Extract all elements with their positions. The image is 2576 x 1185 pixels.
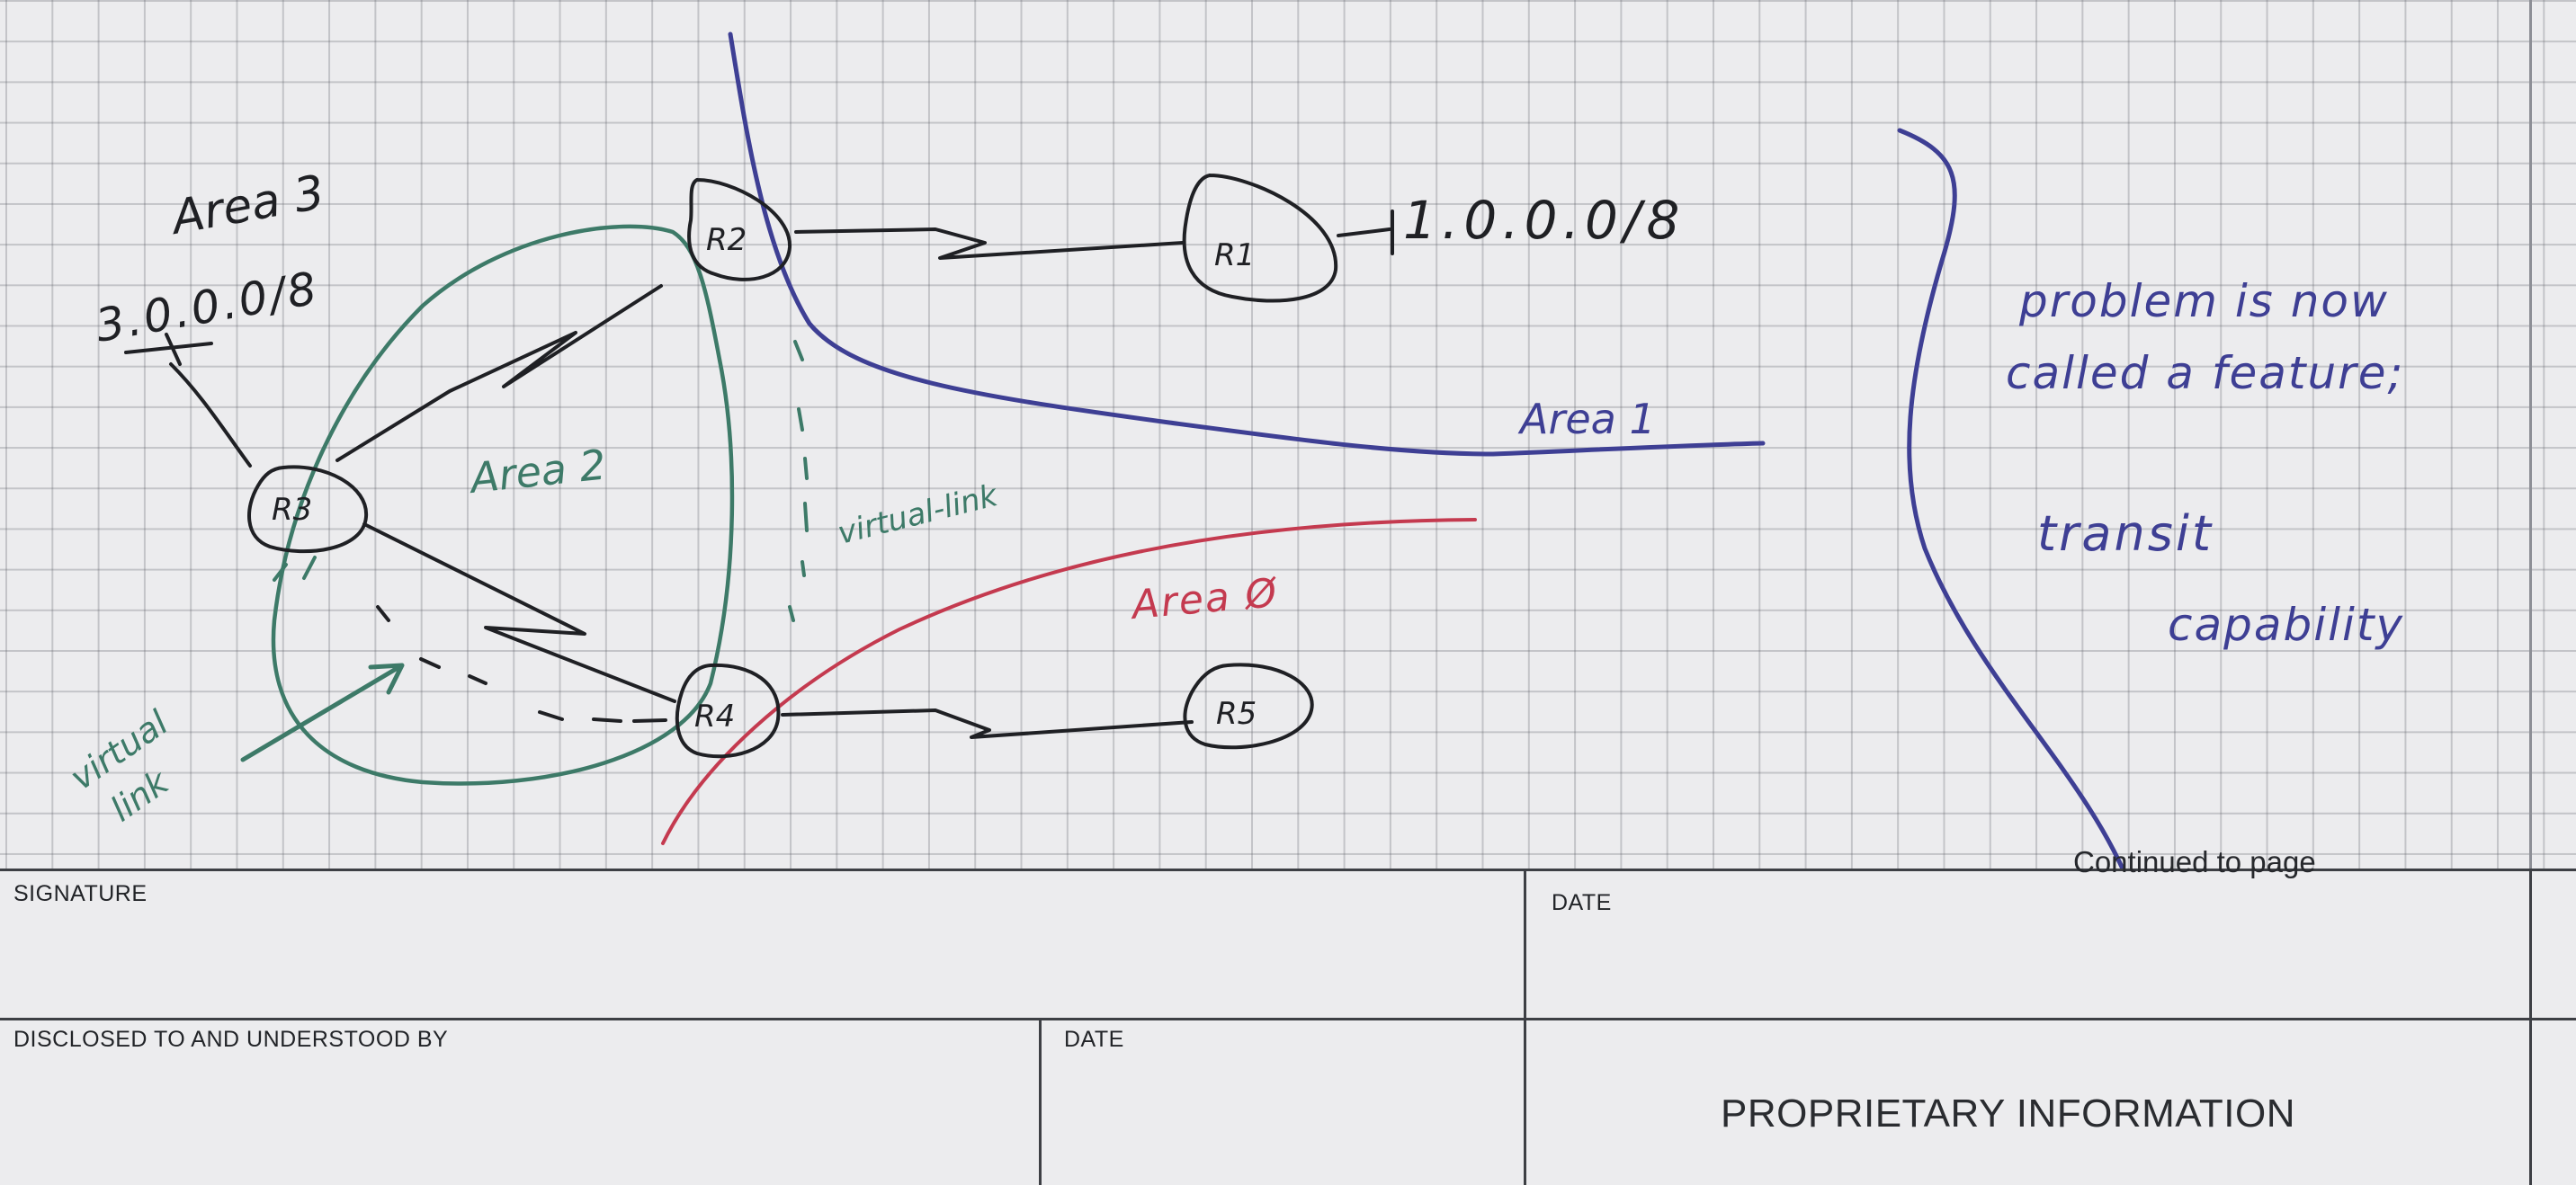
link-r3-r2 (335, 284, 663, 462)
network-3-pointer (169, 362, 252, 468)
note-bottom-right-line-2: traffic (2223, 963, 2350, 1015)
note-bottom-right-line-1: This is not (2201, 890, 2417, 949)
note-right-line-3: transit (2037, 505, 2214, 562)
right-brace (1897, 128, 2170, 1050)
area-3-label: Area 3 (165, 165, 328, 245)
router-r3-label: R3 (272, 492, 312, 528)
router-r1-label: R1 (1214, 237, 1255, 273)
area-2-label: Area 2 (466, 440, 609, 503)
router-r4-label: R4 (694, 699, 735, 735)
sentence-line-2: to R4 (area Ø) (360, 1085, 793, 1148)
note-bottom-right-line-3: engineering; (2208, 1028, 2462, 1106)
virtual-link-arrow (240, 663, 405, 762)
link-r1-network (1337, 209, 1394, 255)
network-1-label: 1.0.0.0/8 (1403, 190, 1685, 251)
router-r3-circle (247, 465, 369, 554)
link-r2-r1 (794, 227, 1185, 260)
note-right-line-2: called a feature; (2006, 347, 2404, 399)
virtual-link-dashes-green (273, 556, 317, 582)
router-labels: R2 R1 R3 R4 R5 (272, 222, 1257, 735)
note-right-line-1: problem is now (2018, 275, 2389, 327)
router-r2-label: R2 (706, 222, 747, 258)
router-r5-label: R5 (1216, 696, 1257, 732)
network-3-label: 3.0.0.0/8 (92, 262, 323, 352)
continued-to-page: Continued to page (2073, 845, 2316, 878)
area-2-boundary (271, 224, 735, 786)
router-r2-circle (687, 178, 792, 281)
virtual-link-dashes-area2 (376, 605, 667, 723)
area-0-label: Area Ø (1128, 570, 1281, 628)
router-r4-circle (675, 663, 781, 759)
note-right-line-4: capability (2168, 599, 2404, 651)
link-r3-r4 (362, 522, 676, 703)
area-1-boundary (728, 31, 1766, 457)
network-3-underline (124, 333, 213, 366)
area-1-label: Area 1 (1517, 395, 1656, 443)
router-r1-circle (1182, 174, 1338, 303)
right-margin-rule (2529, 0, 2532, 869)
router-r5-circle (1183, 663, 1314, 750)
area-0-boundary (661, 518, 1477, 845)
link-r4-r5 (781, 708, 1194, 739)
sentence-line-1: R3 sending a packet to 1.0.0.0/8 will be… (270, 992, 1815, 1055)
virtual-link-dashes-vertical (788, 340, 809, 622)
virtual-link-label-right: virtual-link (835, 477, 1003, 552)
